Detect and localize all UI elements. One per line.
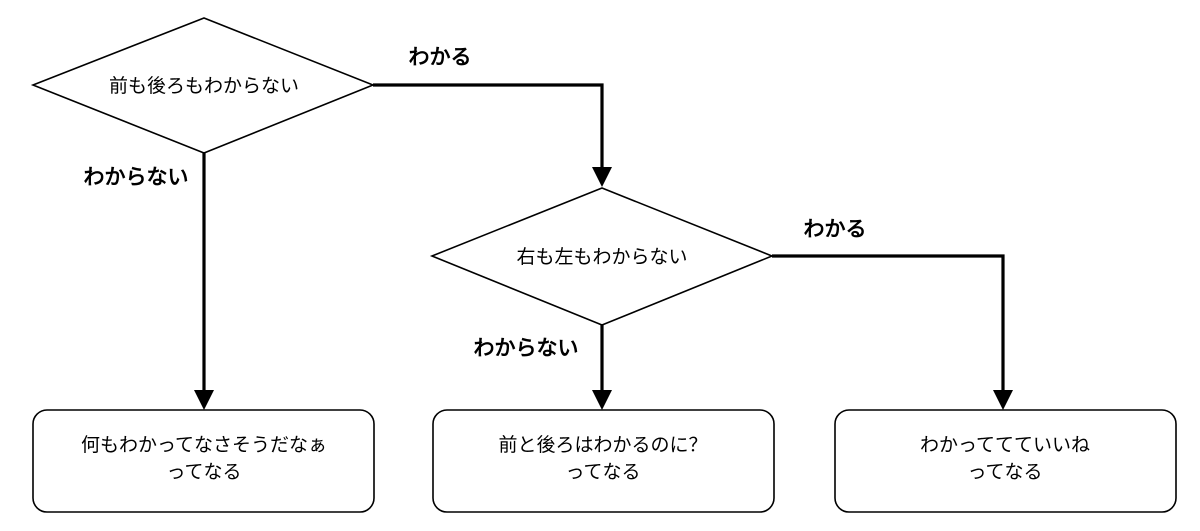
outcome-line-2: ってなる <box>166 461 241 483</box>
decision-left-right: 右も左もわからない <box>429 187 775 326</box>
decision-label: 右も左もわからない <box>516 246 687 268</box>
decision-label: 前も後ろもわからない <box>109 75 299 97</box>
outcome-box <box>432 409 775 513</box>
outcome-line-1: 前と後ろはわかるのに？ <box>498 434 707 456</box>
edge-label-left-right-no: わからない <box>474 336 579 360</box>
outcome-front-back-known: 前と後ろはわかるのに？ ってなる <box>432 409 775 513</box>
diamond-shape <box>429 187 775 326</box>
edges <box>194 83 1013 410</box>
edge-label-front-back-yes: わかる <box>409 45 472 69</box>
outcome-line-2: ってなる <box>565 461 640 483</box>
outcome-line-1: わかっててていいね <box>920 434 1090 456</box>
outcome-line-2: ってなる <box>967 461 1042 483</box>
diamond-shape <box>30 17 376 154</box>
edge-left-right-yes <box>772 254 1005 393</box>
arrowhead <box>993 390 1013 410</box>
decision-front-back: 前も後ろもわからない <box>30 17 376 154</box>
outcome-line-1: 何もわかってなさそうだなぁ <box>81 434 327 456</box>
outcome-box <box>32 409 375 513</box>
outcome-box <box>834 409 1177 513</box>
edge-label-left-right-yes: わかる <box>804 217 867 241</box>
edge-label-front-back-no: わからない <box>84 165 189 189</box>
arrowhead <box>592 390 612 410</box>
edge-front-back-yes <box>373 83 604 170</box>
arrowhead <box>194 390 214 410</box>
outcome-all-known: わかっててていいね ってなる <box>834 409 1177 513</box>
arrowhead <box>592 167 612 187</box>
outcome-nothing: 何もわかってなさそうだなぁ ってなる <box>32 409 375 513</box>
